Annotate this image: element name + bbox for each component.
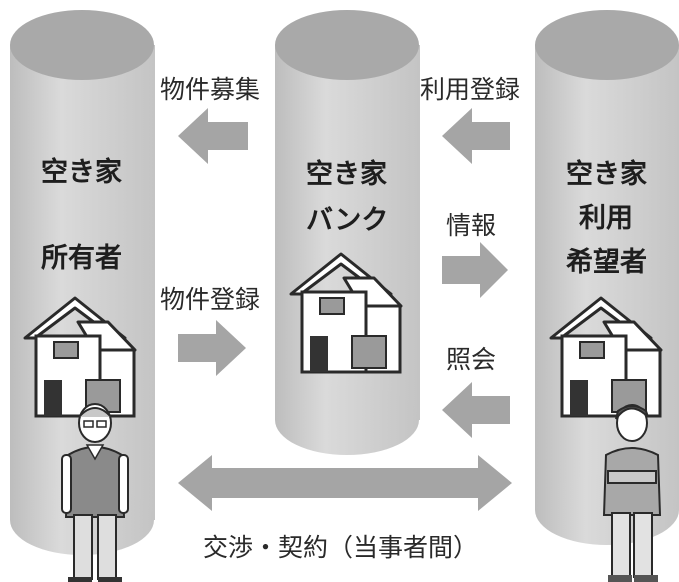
owner-label-line2: 所有者	[41, 243, 122, 274]
seeker-label-line2: 利用	[579, 203, 633, 234]
bank-label-line1: 空き家	[306, 159, 387, 190]
house-bank-icon	[289, 252, 403, 374]
arrow-right-registration	[178, 320, 246, 376]
person-owner-icon	[61, 403, 129, 582]
bank-label-line2: バンク	[306, 205, 389, 236]
flow-usage-registration: 利用登録	[420, 75, 521, 104]
cylinder-owner	[10, 10, 155, 555]
arrow-left-usage-registration	[442, 108, 510, 164]
seeker-label-line3: 希望者	[566, 247, 647, 278]
flow-inquiry: 照会	[446, 345, 497, 374]
flow-property-recruitment: 物件募集	[160, 75, 261, 104]
person-seeker-icon	[602, 404, 662, 582]
flow-information: 情報	[446, 211, 497, 240]
arrow-right-information	[442, 242, 508, 298]
flow-property-registration: 物件登録	[160, 285, 261, 314]
owner-label-line1: 空き家	[41, 157, 122, 188]
arrow-left-inquiry	[442, 382, 510, 438]
seeker-label-line1: 空き家	[566, 159, 647, 190]
flow-negotiation: 交渉・契約（当事者間）	[203, 533, 479, 562]
double-arrow-negotiation	[178, 455, 512, 511]
arrow-left-recruitment	[178, 108, 248, 164]
house-owner-icon	[23, 296, 137, 418]
